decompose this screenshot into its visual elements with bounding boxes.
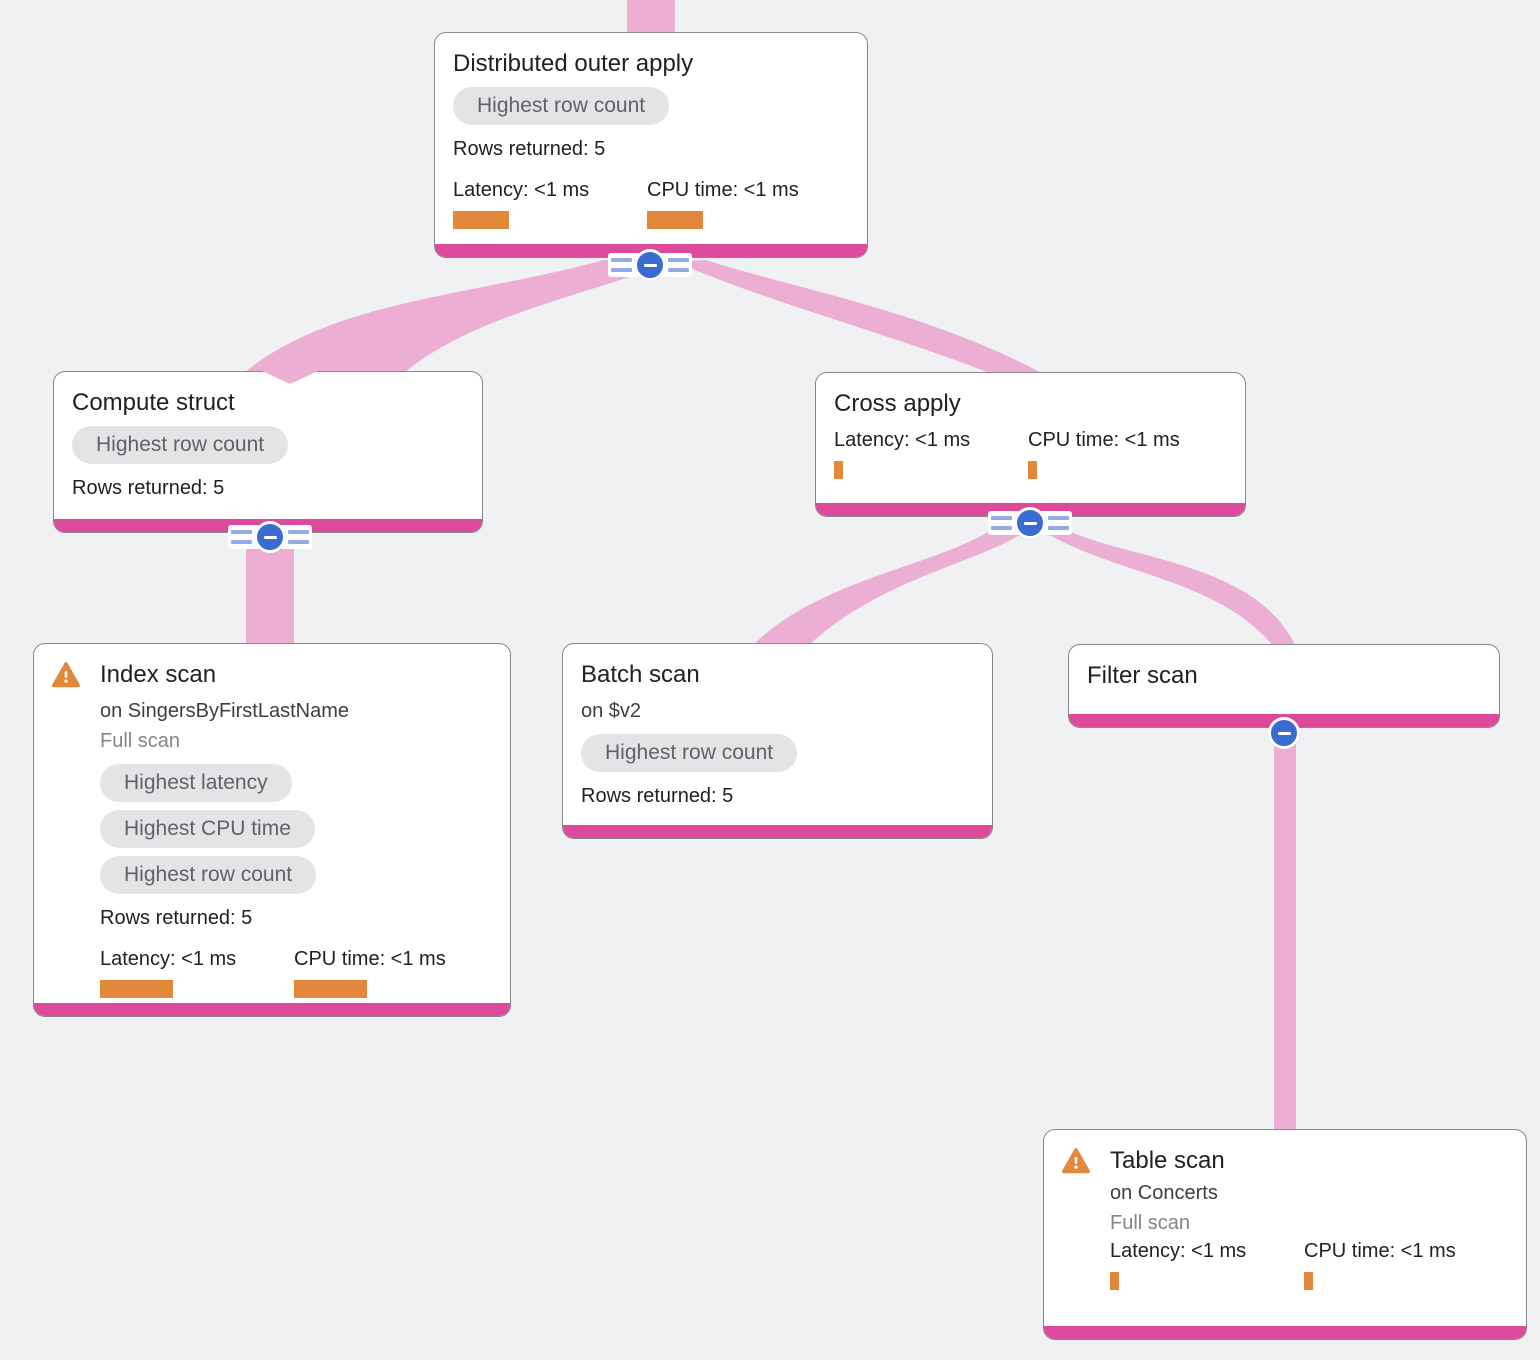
collapse-stripe xyxy=(668,268,689,272)
node-title: Cross apply xyxy=(834,390,961,417)
node-title: Filter scan xyxy=(1087,662,1198,689)
rows-returned: Rows returned: 5 xyxy=(100,907,253,929)
node-cross-apply[interactable]: Cross apply Latency: <1 ms CPU time: <1 … xyxy=(815,372,1246,517)
latency-bar xyxy=(1110,1272,1119,1290)
rows-returned: Rows returned: 5 xyxy=(453,138,606,160)
link-compute-struct-to-index-scan xyxy=(246,538,294,648)
link-parent-to-distributed-outer-apply xyxy=(627,0,675,36)
latency-label: Latency: <1 ms xyxy=(1110,1240,1247,1262)
latency-label: Latency: <1 ms xyxy=(834,429,971,451)
badge-highest-row-count: Highest row count xyxy=(581,734,798,772)
scan-type: Full scan xyxy=(100,730,181,752)
minus-icon xyxy=(634,249,666,281)
collapse-stripe xyxy=(1048,526,1069,530)
scan-type: Full scan xyxy=(1110,1212,1191,1234)
latency-bar xyxy=(100,980,173,998)
cpu-time-label: CPU time: <1 ms xyxy=(294,948,446,970)
collapse-stripe xyxy=(231,530,252,534)
node-title: Compute struct xyxy=(72,389,235,416)
minus-icon xyxy=(1268,717,1300,749)
link-cross-apply-to-batch-scan xyxy=(752,524,1032,646)
collapse-stripe xyxy=(991,516,1012,520)
latency-label: Latency: <1 ms xyxy=(453,179,590,201)
collapse-stripe xyxy=(991,526,1012,530)
latency-bar xyxy=(834,461,843,479)
node-distributed-outer-apply[interactable]: Distributed outer apply Highest row coun… xyxy=(434,32,868,258)
cpu-time-bar xyxy=(647,211,703,229)
cpu-time-label: CPU time: <1 ms xyxy=(1028,429,1180,451)
collapse-stripe xyxy=(611,258,632,262)
collapse-stripe xyxy=(288,540,309,544)
node-accent-bar xyxy=(1044,1326,1526,1339)
badge-highest-row-count: Highest row count xyxy=(72,426,289,464)
collapse-button-filter-scan[interactable] xyxy=(1242,717,1326,749)
cpu-time-bar xyxy=(1304,1272,1313,1290)
node-filter-scan[interactable]: Filter scan xyxy=(1068,644,1500,728)
collapse-stripe xyxy=(668,258,689,262)
node-title: Batch scan xyxy=(581,661,700,688)
warning-icon xyxy=(1062,1148,1090,1174)
node-index-scan[interactable]: Index scan on SingersByFirstLastName Ful… xyxy=(33,643,511,1017)
minus-icon xyxy=(1014,507,1046,539)
collapse-stripe xyxy=(288,530,309,534)
link-distributed-outer-apply-to-cross-apply xyxy=(676,260,1040,372)
cpu-time-bar xyxy=(1028,461,1037,479)
node-batch-scan[interactable]: Batch scan on $v2 Highest row count Rows… xyxy=(562,643,993,839)
collapse-button-cross-apply[interactable] xyxy=(988,507,1072,539)
node-compute-struct[interactable]: Compute struct Highest row count Rows re… xyxy=(53,371,483,533)
rows-returned: Rows returned: 5 xyxy=(72,477,225,499)
collapse-button-compute-struct[interactable] xyxy=(228,521,312,553)
collapse-button-distributed-outer-apply[interactable] xyxy=(608,249,692,281)
node-subtitle: on Concerts xyxy=(1110,1182,1218,1204)
node-title: Distributed outer apply xyxy=(453,50,694,77)
rows-returned: Rows returned: 5 xyxy=(581,785,734,807)
badge-highest-row-count: Highest row count xyxy=(100,856,317,894)
node-table-scan[interactable]: Table scan on Concerts Full scan Latency… xyxy=(1043,1129,1527,1340)
link-cross-apply-to-filter-scan xyxy=(1036,526,1296,647)
collapse-stripe xyxy=(1048,516,1069,520)
link-arrow-tip xyxy=(262,371,318,384)
latency-bar xyxy=(453,211,509,229)
minus-icon xyxy=(254,521,286,553)
node-subtitle: on $v2 xyxy=(581,700,642,722)
node-subtitle: on SingersByFirstLastName xyxy=(100,700,349,722)
latency-label: Latency: <1 ms xyxy=(100,948,237,970)
node-title: Index scan xyxy=(100,661,217,688)
node-title: Table scan xyxy=(1110,1147,1225,1174)
badge-highest-latency: Highest latency xyxy=(100,764,292,802)
link-filter-scan-to-table-scan xyxy=(1274,735,1296,1132)
link-distributed-outer-apply-to-compute-struct xyxy=(245,260,674,372)
cpu-time-label: CPU time: <1 ms xyxy=(1304,1240,1456,1262)
warning-icon xyxy=(52,662,80,688)
badge-highest-cpu-time: Highest CPU time xyxy=(100,810,315,848)
collapse-stripe xyxy=(231,540,252,544)
cpu-time-bar xyxy=(294,980,367,998)
collapse-stripe xyxy=(611,268,632,272)
badge-highest-row-count: Highest row count xyxy=(453,87,670,125)
node-accent-bar xyxy=(563,825,992,838)
cpu-time-label: CPU time: <1 ms xyxy=(647,179,799,201)
node-accent-bar xyxy=(34,1003,510,1016)
